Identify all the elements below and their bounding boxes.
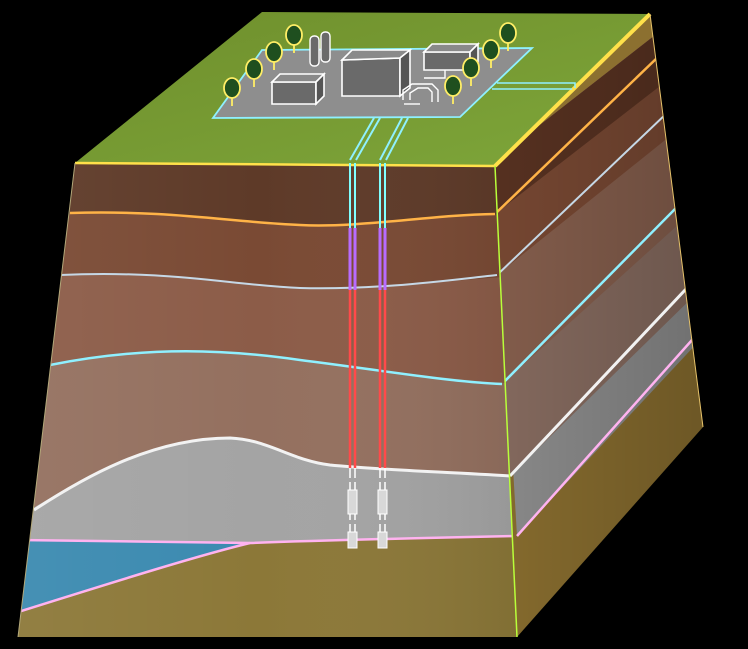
tree-icon	[265, 41, 283, 70]
tree-icon	[462, 57, 480, 86]
storage-tanks	[309, 31, 331, 67]
well-right	[377, 163, 388, 549]
boundary-topsoil	[69, 211, 496, 227]
tree-icon	[499, 22, 517, 51]
well-left	[347, 163, 358, 549]
boundary-layer-3	[49, 350, 503, 386]
building-small	[270, 72, 326, 106]
wellhead-lines	[349, 117, 409, 161]
tree-icon	[482, 39, 500, 68]
tree-icon	[285, 24, 303, 53]
trees	[223, 22, 517, 106]
block-edges	[17, 12, 704, 638]
tree-icon	[444, 75, 462, 104]
boundary-layer-2	[59, 273, 498, 290]
boundary-layer-4	[33, 436, 511, 512]
boundary-shale	[18, 534, 516, 545]
building-large	[339, 48, 413, 98]
tree-icon	[223, 77, 241, 106]
surface-pipeline	[497, 82, 576, 88]
boundary-aquifer	[18, 541, 251, 614]
pipework	[402, 70, 446, 105]
front-face	[18, 163, 517, 637]
tree-icon	[245, 58, 263, 87]
